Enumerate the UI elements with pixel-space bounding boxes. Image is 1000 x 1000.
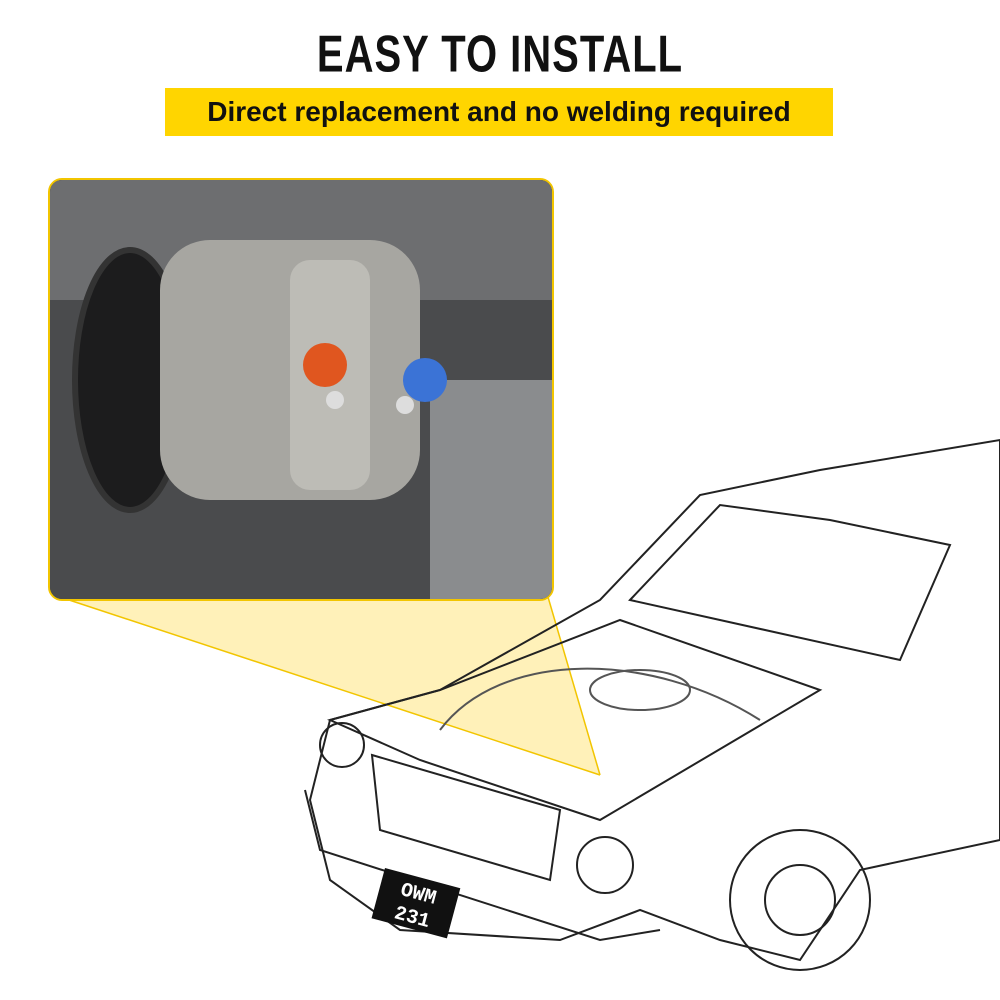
bumper <box>304 789 661 942</box>
car-body <box>308 438 1000 962</box>
grille <box>370 753 562 882</box>
page-title: EASY TO INSTALL <box>316 26 684 84</box>
compressor-illustration <box>50 180 552 599</box>
subtitle-banner: Direct replacement and no welding requir… <box>165 88 833 136</box>
engine <box>439 667 761 731</box>
license-plate: OWM 231 <box>371 868 461 939</box>
port-orange <box>303 343 347 387</box>
port-blue <box>403 358 447 402</box>
windshield <box>628 503 952 662</box>
compressor-photo <box>48 178 554 601</box>
headlight-left <box>319 722 365 768</box>
hood <box>327 618 823 822</box>
front-wheel <box>729 829 871 971</box>
headlight-right <box>576 836 634 894</box>
